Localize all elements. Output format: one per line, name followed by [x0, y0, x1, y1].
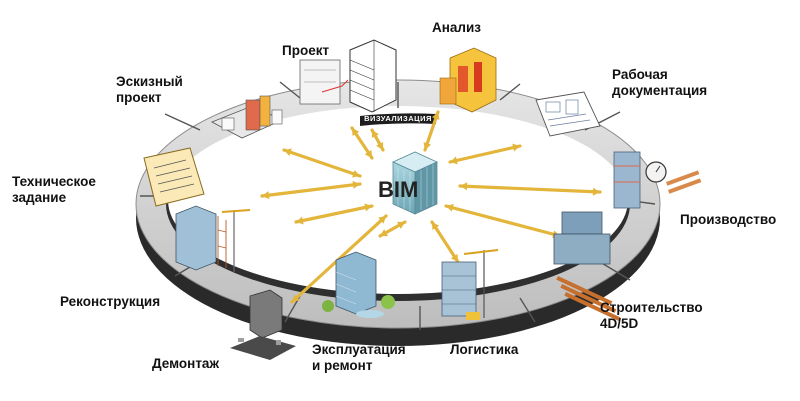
- stage-label-sketch: Эскизный проект: [116, 74, 183, 105]
- building-model-icon: [211, 95, 283, 139]
- stage-label-terms: Техническое задание: [12, 174, 96, 205]
- bim-arrow: [260, 180, 362, 200]
- stage-label-analysis: Анализ: [432, 20, 481, 35]
- bim-center-label: BIM: [378, 177, 418, 202]
- bim-arrow: [378, 220, 407, 238]
- blueprint-building-icon: [299, 39, 397, 113]
- document-drawing-icon: [535, 91, 601, 137]
- bim-arrow: [370, 128, 385, 152]
- building-scaffold-icon: [175, 205, 251, 272]
- bim-arrows: [260, 110, 602, 304]
- bim-cube-icon: [392, 151, 438, 215]
- construction-machine-icon: [553, 211, 621, 321]
- bim-arrow: [294, 203, 374, 225]
- clipboard-checklist-icon: [143, 147, 205, 207]
- crane-building-icon: [441, 249, 499, 320]
- bim-arrow: [448, 143, 522, 165]
- bim-arrow: [458, 182, 602, 196]
- bim-arrow: [350, 126, 374, 160]
- stage-label-project: Проект: [282, 43, 330, 58]
- stage-label-docs: Рабочая документация: [612, 67, 708, 98]
- stage-label-construction: Строительство 4D/5D: [600, 300, 703, 331]
- factory-stopwatch-icon: [613, 151, 702, 209]
- demolished-building-icon: [230, 289, 296, 360]
- building-trees-icon: [322, 251, 395, 318]
- ring-label-band: ВИЗУАЛИЗАЦИЯ: [360, 113, 436, 126]
- ring-label: ВИЗУАЛИЗАЦИЯ: [364, 114, 432, 123]
- stage-label-production: Производство: [680, 212, 777, 227]
- bim-arrow: [282, 148, 362, 178]
- heatmap-building-icon: [439, 47, 497, 113]
- bim-arrow: [423, 110, 440, 152]
- stage-label-demolition: Демонтаж: [152, 356, 220, 371]
- stage-label-logistics: Логистика: [450, 342, 519, 357]
- bim-arrow: [430, 220, 460, 264]
- stage-label-operation: Эксплуатация и ремонт: [312, 342, 406, 373]
- stage-label-reconstruction: Реконструкция: [60, 294, 161, 309]
